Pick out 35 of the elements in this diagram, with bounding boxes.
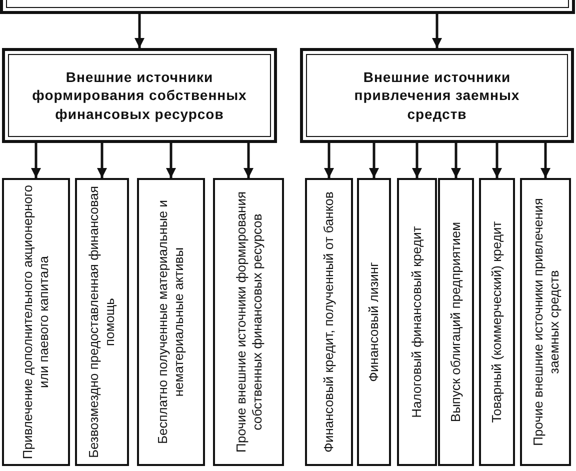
category-title: Внешние источники привлечения заемных средств — [353, 68, 521, 123]
arrow — [244, 143, 254, 178]
source-box — [2, 178, 70, 466]
arrow — [97, 143, 107, 178]
source-box — [213, 178, 284, 466]
source-label: Товарный (коммерческий) кредит — [489, 221, 505, 423]
category-box — [2, 48, 277, 143]
source-box — [357, 178, 391, 466]
arrow — [134, 14, 144, 48]
source-label: Выпуск облигаций предприятием — [448, 222, 464, 422]
source-box — [75, 178, 129, 466]
arrow — [540, 143, 550, 178]
arrow — [324, 143, 334, 178]
arrow — [412, 143, 422, 178]
source-box — [137, 178, 205, 466]
source-label: Привлечение дополнительного акционерного или паевого капитала — [20, 184, 52, 460]
arrow — [492, 143, 502, 178]
source-box — [397, 178, 437, 466]
source-box — [479, 178, 515, 466]
arrow — [166, 143, 176, 178]
category-title: Внешние источники формирования собственных финансовых ресурсов — [31, 68, 248, 123]
source-label: Прочие внешние источники привлечения заемных средств — [530, 197, 562, 448]
category-box — [300, 48, 574, 143]
source-box — [305, 178, 353, 466]
source-box — [520, 178, 571, 466]
source-box — [438, 178, 474, 466]
arrow — [451, 143, 461, 178]
source-label: Безвозмездно предоставленная финансовая помощь — [86, 184, 118, 460]
source-label: Финансовый кредит, полученный от банков — [321, 192, 337, 452]
source-label: Налоговый финансовый кредит — [409, 226, 425, 418]
source-label: Прочие внешние источники формирования собственных финансовых ресурсов — [232, 190, 264, 454]
arrow — [31, 143, 41, 178]
arrow — [369, 143, 379, 178]
source-label: Финансовый лизинг — [366, 262, 382, 382]
arrow — [432, 14, 442, 48]
